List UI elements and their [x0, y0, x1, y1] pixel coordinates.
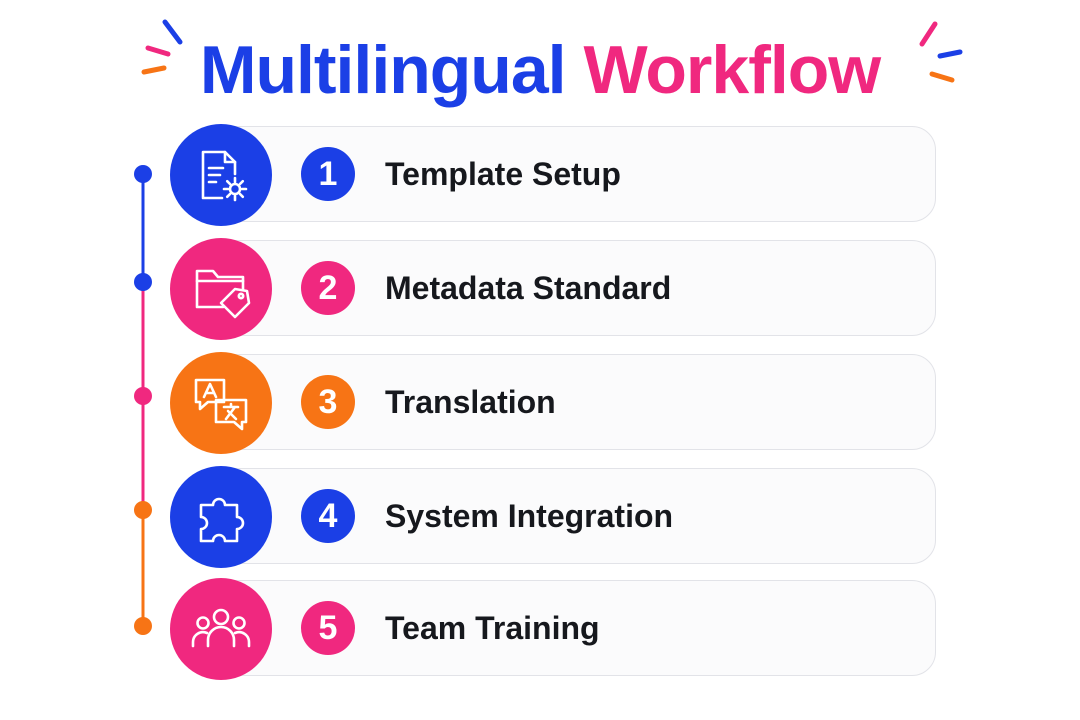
step-label: Metadata Standard — [385, 270, 672, 306]
timeline-dot — [134, 273, 152, 291]
step-label: Translation — [385, 384, 556, 420]
step-number-badge: 5 — [301, 601, 355, 655]
step-icon-circle — [170, 238, 272, 340]
step-label: System Integration — [385, 498, 674, 534]
title-part-1: Multilingual — [199, 32, 567, 108]
step-label: Template Setup — [385, 156, 621, 192]
step-number-badge: 2 — [301, 261, 355, 315]
folder-tag-icon — [195, 269, 251, 319]
timeline-dot — [134, 165, 152, 183]
page-title: Multilingual Workflow — [0, 30, 1080, 110]
step-1: 1 Template Setup — [170, 124, 936, 226]
step-4: 4 System Integration — [170, 466, 936, 568]
timeline-dot — [134, 617, 152, 635]
step-3: 3 Translation — [170, 352, 936, 454]
timeline-dot — [134, 501, 152, 519]
puzzle-icon — [199, 497, 245, 543]
title-part-2: Workflow — [583, 32, 881, 108]
step-icon-circle — [170, 352, 272, 454]
step-2: 2 Metadata Standard — [170, 238, 936, 340]
step-label: Team Training — [385, 610, 600, 646]
step-5: 5 Team Training — [170, 578, 936, 680]
team-icon — [191, 608, 251, 648]
step-icon-circle — [170, 466, 272, 568]
step-icon-circle — [170, 578, 272, 680]
step-number-badge: 1 — [301, 147, 355, 201]
translate-icon — [194, 378, 248, 431]
step-number-badge: 3 — [301, 375, 355, 429]
timeline-dot — [134, 387, 152, 405]
document-settings-icon — [201, 150, 248, 202]
step-number-badge: 4 — [301, 489, 355, 543]
step-icon-circle — [170, 124, 272, 226]
